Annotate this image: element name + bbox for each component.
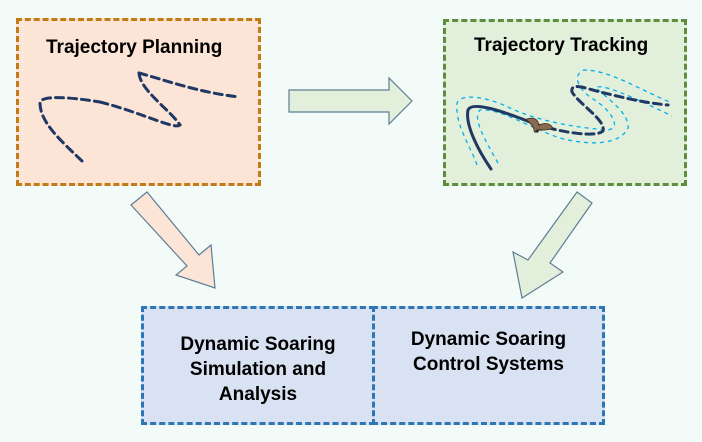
trajectory-planning-title: Trajectory Planning: [46, 37, 223, 58]
simulation-label-line-3: Analysis: [218, 384, 298, 405]
trajectory-planning-box: [16, 18, 261, 186]
simulation-label-line-2: Simulation and: [189, 359, 327, 380]
simulation-label-line-1: Dynamic Soaring: [180, 334, 336, 355]
tracking-boundary-outer: [456, 69, 673, 166]
arrow-planning-to-tracking: [288, 76, 413, 126]
planned-trajectory-middle-segment: [98, 71, 182, 128]
tracking-boundaries: [456, 69, 673, 166]
tracked-trajectory-remaining: [533, 85, 670, 136]
tracked-trajectory: [466, 85, 670, 171]
planned-trajectory-right-segment: [137, 71, 242, 99]
control-systems-box: [372, 306, 605, 425]
planned-trajectory-left-segment: [38, 96, 102, 163]
control-label-line-2: Control Systems: [413, 354, 564, 375]
planned-trajectory: [38, 71, 242, 163]
control-systems-label: Dynamic Soaring Control Systems: [372, 327, 605, 377]
tracked-trajectory-flown: [466, 105, 537, 171]
trajectory-tracking-title: Trajectory Tracking: [474, 35, 649, 56]
simulation-analysis-label: Dynamic Soaring Simulation and Analysis: [141, 332, 375, 407]
arrow-planning-to-simulation: [130, 191, 216, 289]
simulation-analysis-box: [141, 306, 375, 425]
control-label-line-1: Dynamic Soaring: [410, 329, 567, 350]
soaring-bird-icon: [525, 117, 554, 133]
arrow-tracking-to-control: [512, 191, 593, 299]
tracking-boundary-inner: [476, 86, 673, 164]
